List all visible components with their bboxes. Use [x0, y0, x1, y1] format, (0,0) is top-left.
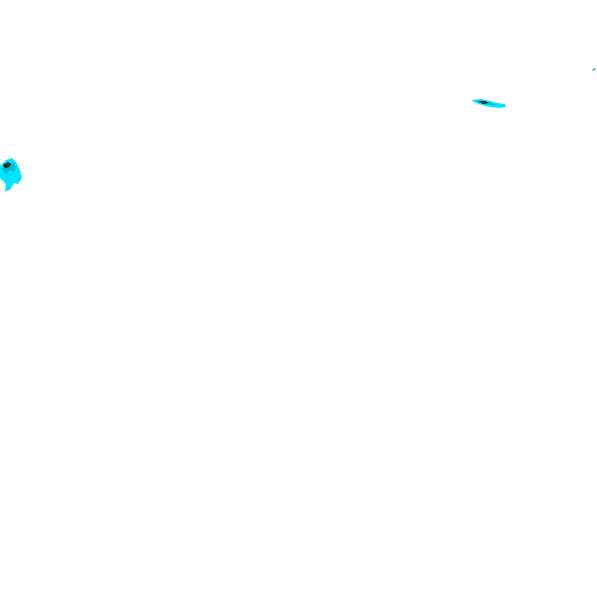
echo-speck-edge — [592, 68, 596, 71]
echo-speck — [592, 68, 596, 71]
echo-cluster-right — [472, 99, 506, 108]
echo-left-outer — [0, 158, 22, 191]
echo-left-core-green — [6, 163, 9, 166]
echo-right-core-green — [480, 102, 485, 103]
echo-cluster-left — [0, 158, 22, 191]
